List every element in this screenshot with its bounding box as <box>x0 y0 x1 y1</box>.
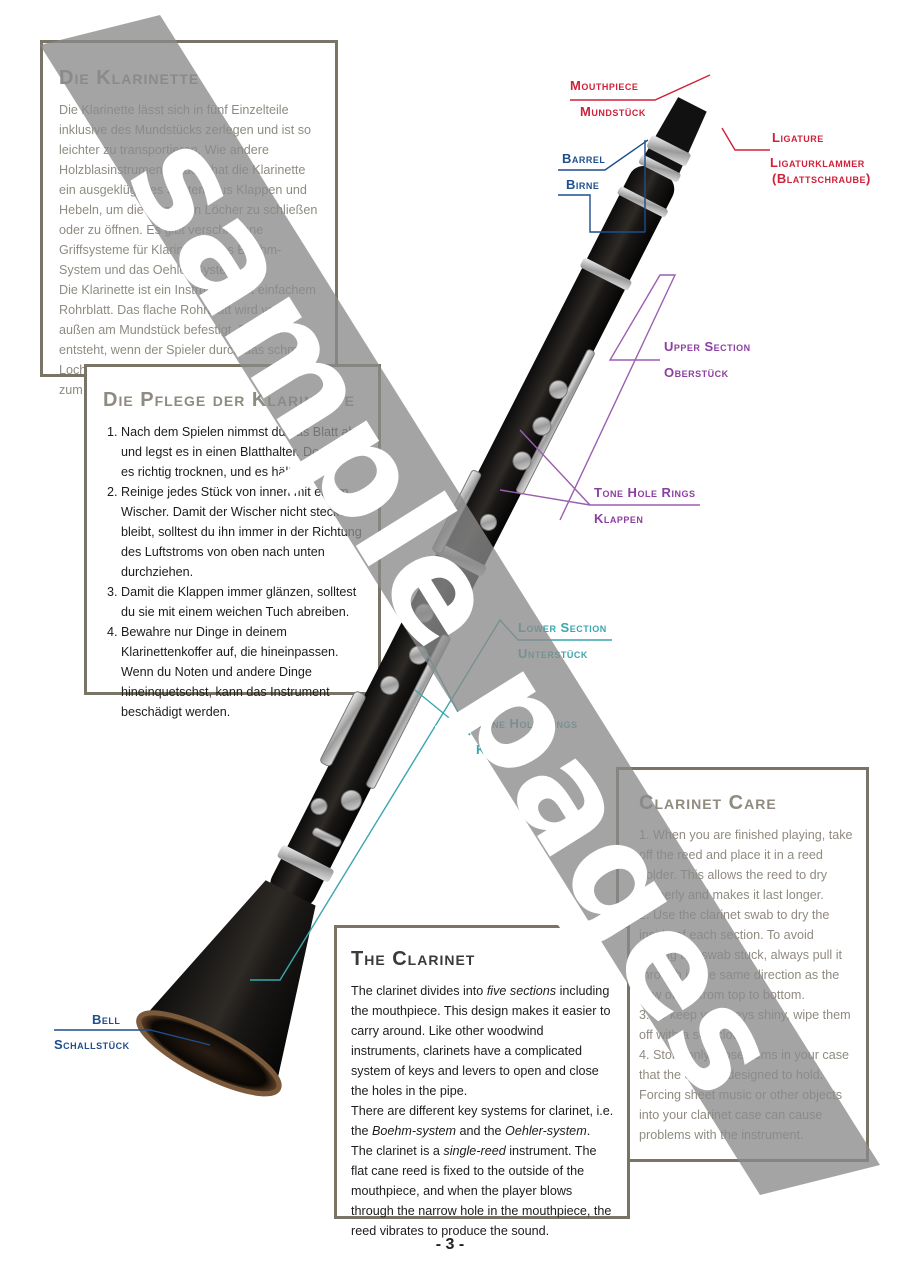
english-info-paragraph-2: There are different key systems for clar… <box>351 1104 614 1138</box>
page-number: - 3 - <box>435 1236 465 1253</box>
english-info-box: The Clarinet The clarinet divides into f… <box>334 925 630 1238</box>
lower-tone-rings-label-en: Tone Hole Rings <box>476 716 578 731</box>
upper-tone-rings-label-de: Klappen <box>594 511 644 526</box>
lower-section-label-de: Unterstück <box>518 646 588 661</box>
bell-label-en: Bell <box>92 1012 121 1027</box>
english-info-title: The Clarinet <box>351 948 476 970</box>
mouthpiece-label-de: Mundstück <box>580 104 646 119</box>
english-info-paragraph-3: The clarinet is a single-reed instrument… <box>351 1144 612 1238</box>
upper-section-label-en: Upper Section <box>664 339 751 354</box>
mouthpiece-label-en: Mouthpiece <box>570 78 639 93</box>
upper-section-label-de: Oberstück <box>664 365 729 380</box>
lower-section-label-en: Lower Section <box>518 620 607 635</box>
ligature-label-de: Ligaturklammer <box>770 155 865 170</box>
upper-tone-rings-label-en: Tone Hole Rings <box>594 485 696 500</box>
ligature-label-en: Ligature <box>772 130 824 145</box>
ligature-leader-line <box>721 127 770 151</box>
barrel-label-en: Barrel <box>562 151 606 166</box>
lower-tone-rings-label-de: Klappen <box>476 742 526 757</box>
english-info-paragraph-1: The clarinet divides into five sections … <box>351 984 611 1098</box>
bell-label-de: Schallstück <box>54 1037 130 1052</box>
barrel-label-de: Birne <box>566 177 600 192</box>
ligature-label-de-2: (Blattschraube) <box>772 171 871 186</box>
